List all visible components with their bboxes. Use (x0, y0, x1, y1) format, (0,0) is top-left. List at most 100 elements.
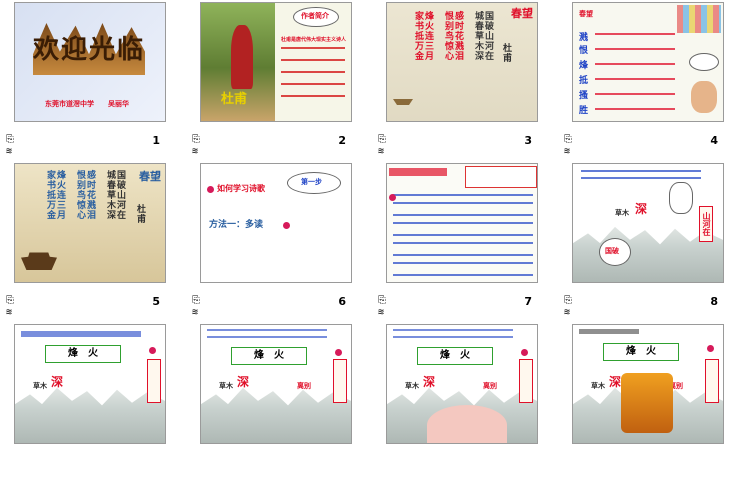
question-text (21, 331, 141, 337)
slide-transition-icon[interactable]: ⎘ ≋ (192, 295, 200, 318)
slide-thumbnail[interactable]: 欢迎光临 东莞市道滘中学 吴丽华 (14, 2, 166, 122)
answer-cloud (599, 238, 631, 266)
word-c: 离别 (297, 382, 311, 390)
slide-thumbnail[interactable]: 烽 火 草木 深 离别 (200, 324, 352, 444)
slide-2[interactable]: 杜甫 作者简介 杜甫是唐代伟大现实主义诗人 ⎘ ≋2 (186, 0, 372, 160)
poem-line-3: 感时花溅泪 (85, 170, 95, 220)
speech-cloud (287, 172, 341, 194)
poem-line-1: 国破山河在 (115, 170, 125, 220)
slide-transition-icon[interactable]: ⎘ ≋ (378, 295, 386, 318)
header-text (579, 329, 639, 334)
answer-box (333, 359, 347, 403)
word-4: 抵 (579, 76, 589, 86)
slide-number: 6 (338, 295, 346, 308)
question-text (581, 170, 701, 184)
method-text: 方法一：多读 (209, 220, 264, 230)
word-6: 胜 (579, 106, 589, 116)
word-b: 深 (237, 375, 250, 389)
bullet-list (281, 47, 345, 107)
bullet-dot (521, 349, 528, 356)
word-c: 离别 (483, 382, 497, 390)
thought-cloud (689, 53, 719, 71)
poet-figure (231, 25, 253, 89)
slide-8[interactable]: 草木 深 山河在 国破 ⎘ ≋8 (558, 161, 744, 321)
slide-4[interactable]: 春望 溅 恨 烽 抵 搔 胜 ⎘ ≋4 (558, 0, 744, 160)
slide-9[interactable]: 烽 火 草木 深 (0, 322, 186, 482)
poem-title: 春望 (139, 170, 161, 183)
slide-thumbnail[interactable]: 杜甫 作者简介 杜甫是唐代伟大现实主义诗人 (200, 2, 352, 122)
word-a: 草木 (615, 209, 629, 217)
keyword-box: 烽 火 (45, 345, 121, 363)
word-b: 深 (423, 375, 436, 389)
slide-number: 3 (524, 134, 532, 147)
question-list (393, 194, 533, 278)
slide-5[interactable]: 春望 杜甫 国破山河在 城春草木深 感时花溅泪 恨别鸟惊心 烽火连三月 家书抵万… (0, 161, 186, 321)
word-c: 国破 (605, 247, 619, 255)
poem-line-6: 家书抵万金 (45, 170, 55, 220)
slide-thumbnail[interactable]: 春望 杜甫 国破山河在 城春草木深 感时花溅泪 恨别鸟惊心 烽火连三月 家书抵万… (386, 2, 538, 122)
keyword-box: 烽 火 (603, 343, 679, 361)
slide-thumbnail[interactable] (386, 163, 538, 283)
slide-number: 1 (152, 134, 160, 147)
slide-transition-icon[interactable]: ⎘ ≋ (378, 134, 386, 157)
subtitle-text: 东莞市道滘中学 吴丽华 (45, 100, 129, 108)
speech-cloud (293, 7, 339, 27)
word-b: 深 (51, 375, 64, 389)
poem-line-2: 城春草木深 (105, 170, 115, 220)
answer-box (705, 359, 719, 403)
slide-transition-icon[interactable]: ⎘ ≋ (564, 295, 572, 318)
poet-name: 杜甫 (221, 92, 248, 107)
word-b: 深 (609, 375, 622, 389)
slide-thumbnail[interactable]: 烽 火 草木 深 离别 (386, 324, 538, 444)
callout-box (465, 166, 537, 188)
slide-thumbnail[interactable]: 烽 火 草木 深 离别 (572, 324, 724, 444)
answer-box: 山河在 (699, 206, 713, 242)
bullet-dot (207, 186, 214, 193)
question-text (393, 329, 513, 341)
slide-number: 7 (524, 295, 532, 308)
slide-transition-icon[interactable]: ⎘ ≋ (6, 295, 14, 318)
word-3: 烽 (579, 61, 589, 71)
badge-text: 作者简介 (301, 12, 329, 20)
poem-line-5: 烽火连三月 (55, 170, 65, 220)
slide-3[interactable]: 春望 杜甫 国破山河在 城春草木深 感时花溅泪 恨别鸟惊心 烽火连三月 家书抵万… (372, 0, 558, 160)
slide-thumbnail[interactable]: 草木 深 山河在 国破 (572, 163, 724, 283)
word-glosses (595, 33, 675, 117)
poem-author: 杜甫 (501, 43, 511, 63)
poem-author: 杜甫 (135, 204, 145, 224)
poem-line-3: 感时花溅泪 (453, 11, 463, 61)
slide-7[interactable]: ⎘ ≋ 7 (372, 161, 558, 321)
bullet-dot (707, 345, 714, 352)
word-a: 草木 (591, 382, 605, 390)
slide-thumbnail[interactable]: 春望 杜甫 国破山河在 城春草木深 感时花溅泪 恨别鸟惊心 烽火连三月 家书抵万… (14, 163, 166, 283)
question-text: 如何学习诗歌 (217, 184, 265, 193)
answer-box (147, 359, 161, 403)
step-tag: 第一步 (301, 178, 322, 186)
slide-transition-icon[interactable]: ⎘ ≋ (192, 134, 200, 157)
slide-6[interactable]: 如何学习诗歌 第一步 方法一：多读 ⎘ ≋ 6 (186, 161, 372, 321)
question-text (207, 329, 327, 341)
slide-11[interactable]: 烽 火 草木 深 离别 (372, 322, 558, 482)
figure-image (621, 373, 673, 433)
poem-title: 春望 (511, 7, 533, 20)
bullet-dot (335, 349, 342, 356)
slide-transition-icon[interactable]: ⎘ ≋ (6, 134, 14, 157)
slide-12[interactable]: 烽 火 草木 深 离别 (558, 322, 744, 482)
slide-1[interactable]: 欢迎光临 东莞市道滘中学 吴丽华 ⎘ ≋ 1 (0, 0, 186, 160)
sailboat-image (21, 226, 57, 270)
slide-heading: 春望 (579, 10, 593, 18)
poem-line-4: 恨别鸟惊心 (75, 170, 85, 220)
slide-thumbnail[interactable]: 如何学习诗歌 第一步 方法一：多读 (200, 163, 352, 283)
poem-line-6: 家书抵万金 (413, 11, 423, 61)
word-2: 恨 (579, 46, 589, 56)
poem-line-4: 恨别鸟惊心 (443, 11, 453, 61)
slide-number: 5 (152, 295, 160, 308)
poem-line-1: 国破山河在 (483, 11, 493, 61)
word-a: 草木 (219, 382, 233, 390)
word-c: 离别 (669, 382, 683, 390)
poem-line-5: 烽火连三月 (423, 11, 433, 61)
slide-thumbnail[interactable]: 烽 火 草木 深 (14, 324, 166, 444)
slide-10[interactable]: 烽 火 草木 深 离别 (186, 322, 372, 482)
slide-thumbnail[interactable]: 春望 溅 恨 烽 抵 搔 胜 (572, 2, 724, 122)
slide-transition-icon[interactable]: ⎘ ≋ (564, 134, 572, 157)
